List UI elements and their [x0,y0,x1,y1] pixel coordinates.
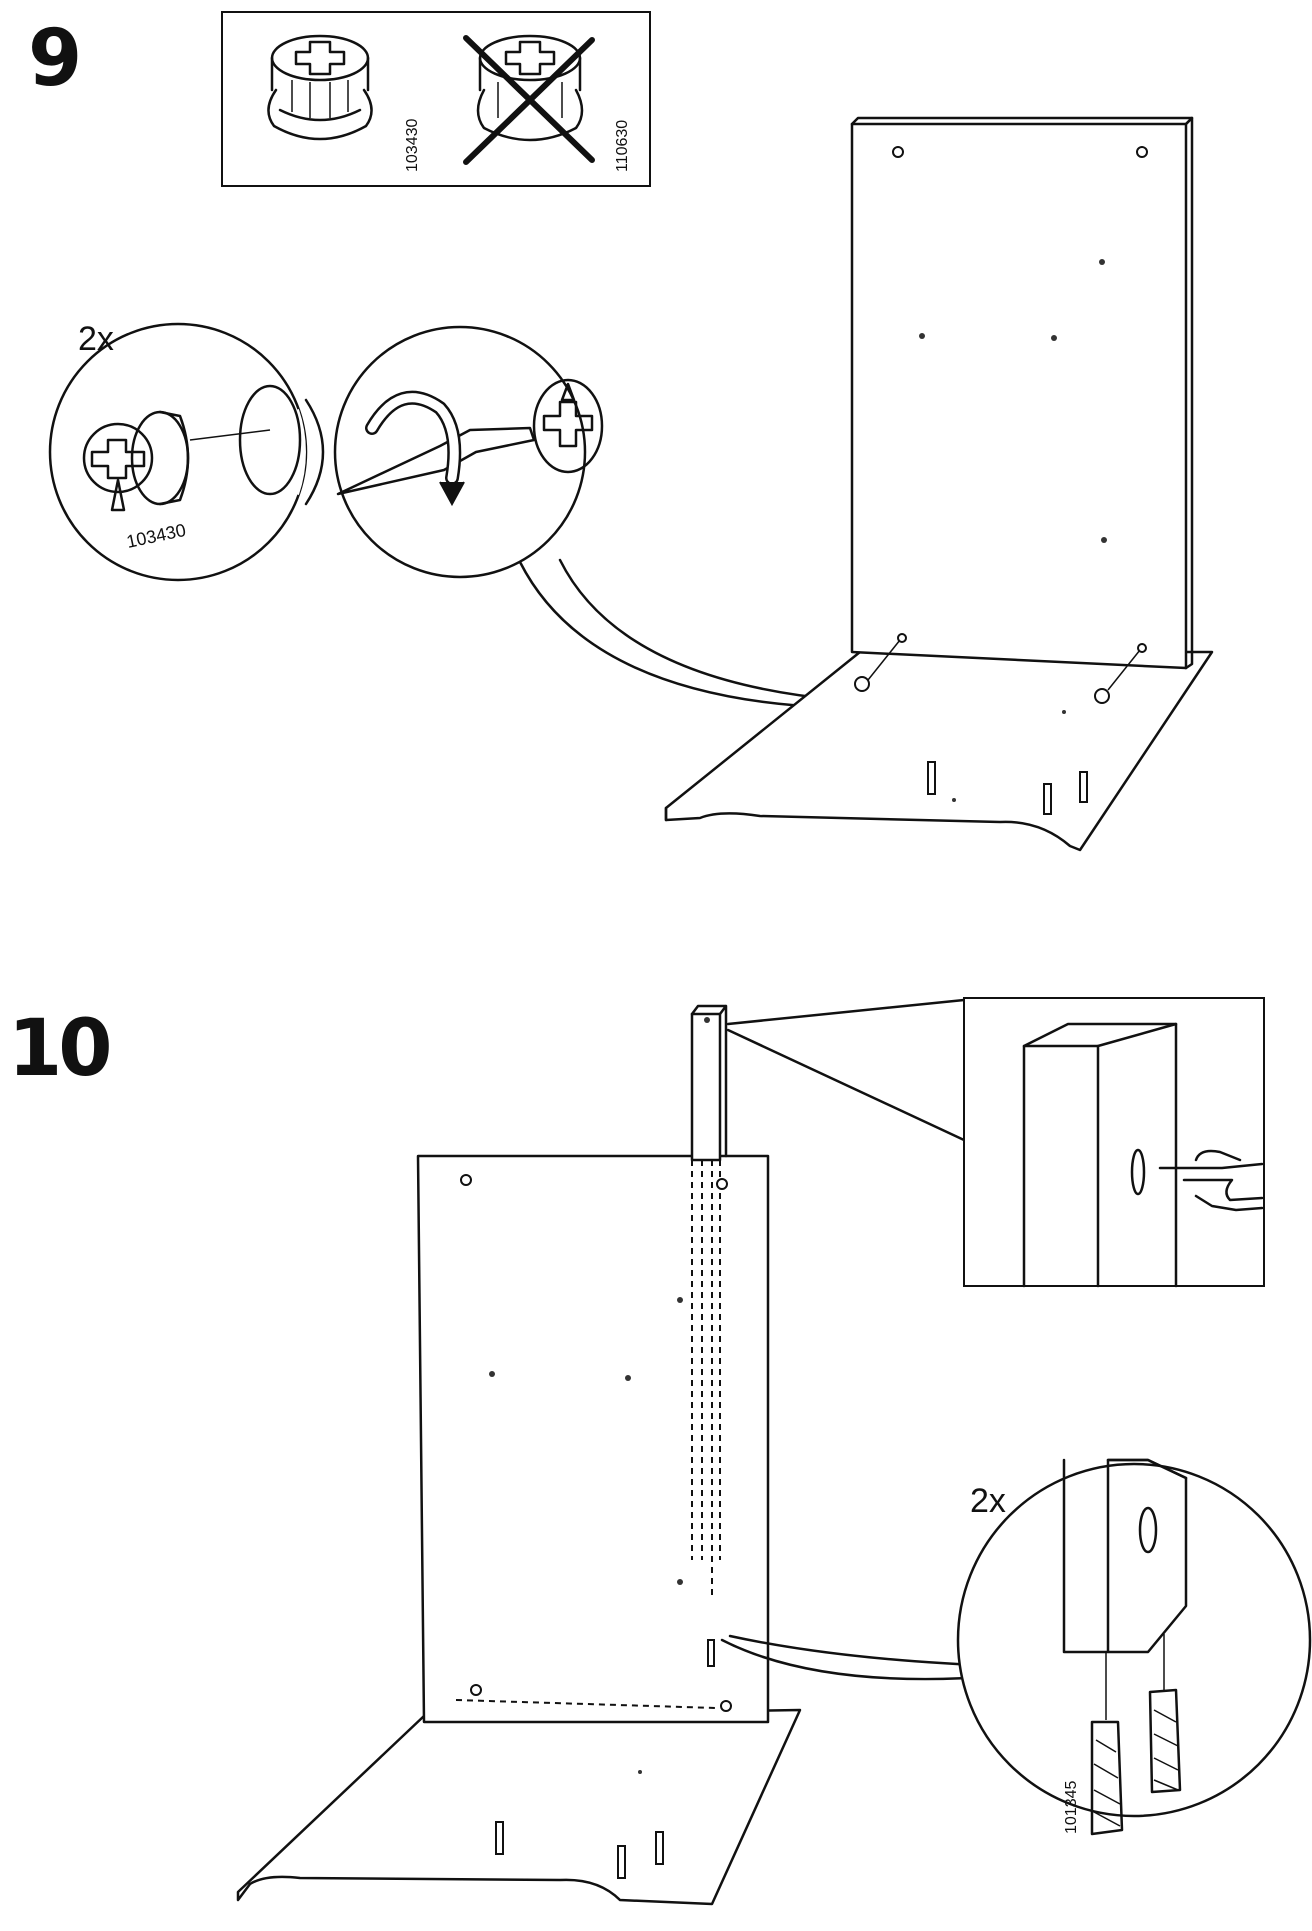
cam-lock-icon [267,34,373,141]
dowel-insert-callout: 2x 101345 [720,1458,1312,1836]
step-9-quantity: 2x [78,320,114,358]
wrong-part-number: 110630 [614,120,631,172]
step-10-number: 10 [8,1004,113,1094]
cam-lock-insert-callout: 2x 103430 [48,320,842,710]
step-10-assembly [236,1004,802,1906]
wrong-cam-lock-icon [476,34,584,142]
step-9-assembly [664,116,1214,852]
cam-lock-icon [532,378,604,474]
dowel-icon [1090,1688,1182,1836]
pointing-hand-icon [1158,1149,1264,1212]
dowel-icon [927,761,1088,815]
step-9-number: 9 [28,14,82,104]
correct-part-number: 103430 [404,119,421,172]
cam-lock-icon [82,410,190,512]
step-10-part-label: 101345 [1063,1781,1080,1834]
bore-detail-box [726,997,1265,1288]
rotate-arrow-icon [365,390,465,507]
cross-out-icon [463,35,595,165]
step-10-quantity: 2x [970,1482,1006,1520]
part-comparison-box: 103430 110630 [221,11,651,187]
dowel-icon [495,1639,715,1879]
